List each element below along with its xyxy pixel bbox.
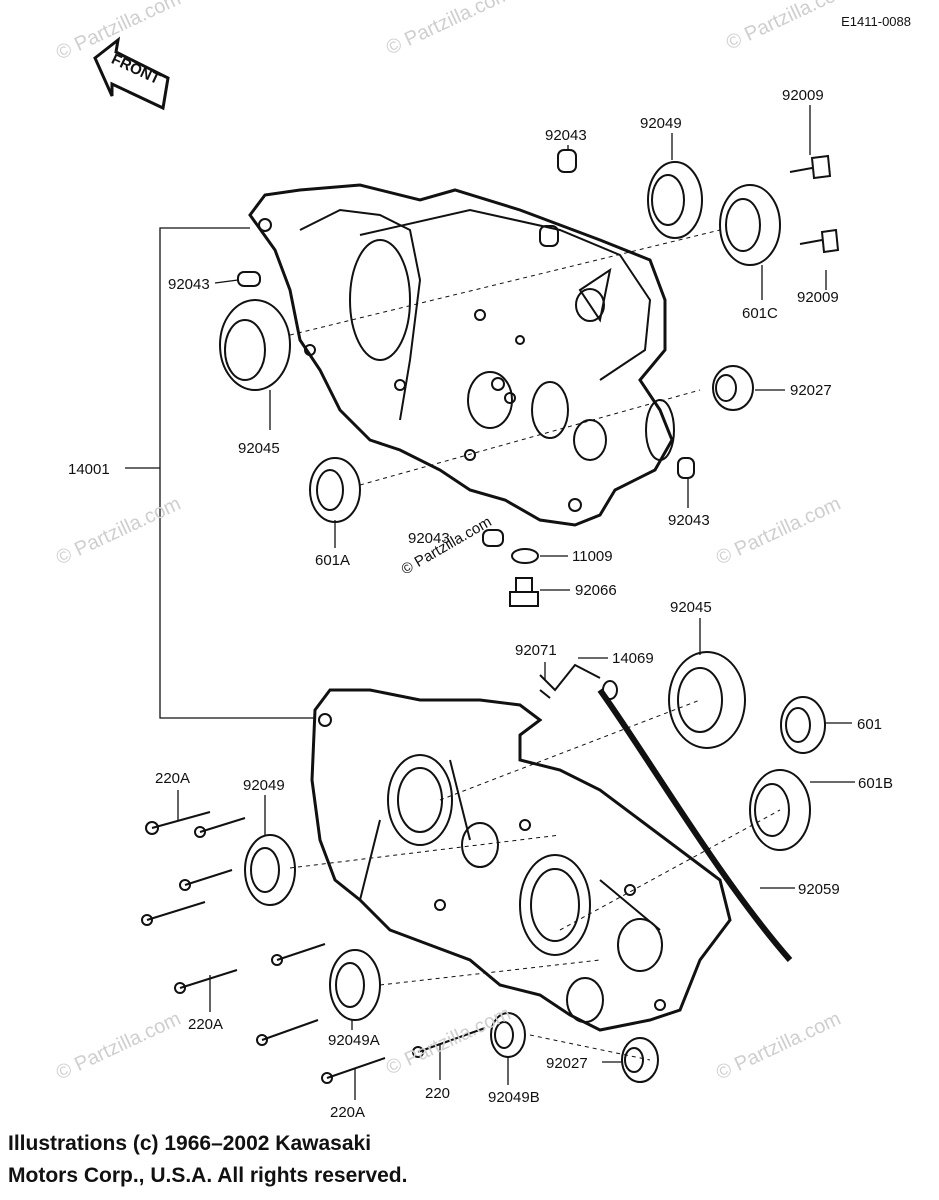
part-label-220A-3: 220A [330,1104,365,1121]
part-labels: 92043 92049 92009 92009 601C 92043 92045… [68,87,893,1121]
watermark: © Partzilla.com [53,1008,184,1085]
watermark: © Partzilla.com [383,1003,514,1080]
part-label-601: 601 [857,716,882,733]
front-arrow: FRONT [93,36,170,111]
part-label-92049-top: 92049 [640,115,682,132]
bolts-92009 [789,154,840,254]
leader-lines [125,105,855,1100]
breather-hose [539,663,793,962]
bearing-92045-right [668,651,746,749]
part-label-92043-left: 92043 [168,276,210,293]
lower-crankcase [310,688,732,1032]
part-label-92049A: 92049A [328,1032,380,1049]
copyright-notice: Illustrations (c) 1966–2002 Kawasaki Mot… [8,1128,407,1192]
part-label-220: 220 [425,1085,450,1102]
seal-92049-left [244,834,296,906]
part-label-92059: 92059 [798,881,840,898]
part-label-601B: 601B [858,775,893,792]
bearing-601C [719,184,781,266]
part-label-92045-left: 92045 [238,440,280,457]
watermark: © Partzilla.com [713,1008,844,1085]
part-label-220A-1: 220A [155,770,190,787]
part-label-601A: 601A [315,552,350,569]
alignment-lines [289,229,781,1061]
diagram-ref-code: E1411-0088 [841,14,911,29]
bearing-92049-top [647,161,703,239]
part-label-11009: 11009 [572,548,613,565]
watermark: © Partzilla.com [723,0,854,55]
watermark: © Partzilla.com [713,493,844,570]
seal-92027-bottom [621,1037,659,1083]
part-label-92045-right: 92045 [670,599,712,616]
part-label-92009-a: 92009 [782,87,824,104]
drain-plug-92066 [509,577,539,607]
bearing-601A [309,457,361,523]
copyright-line-1: Illustrations (c) 1966–2002 Kawasaki [8,1132,372,1155]
washer-11009 [511,548,539,564]
watermark: © Partzilla.com [53,493,184,570]
part-label-92027-bottom: 92027 [546,1055,588,1072]
part-label-92049-left: 92049 [243,777,285,794]
part-label-92027-right: 92027 [790,382,832,399]
seal-92049A [329,949,381,1021]
crankcase-bolts [141,811,486,1084]
bearing-601 [780,696,826,754]
part-label-92066: 92066 [575,582,617,599]
part-label-92071: 92071 [515,642,557,659]
part-label-220A-2: 220A [188,1016,223,1033]
part-label-14069: 14069 [612,650,654,667]
copyright-line-2: Motors Corp., U.S.A. All rights reserved… [8,1164,408,1187]
part-label-92043-mid: 92043 [408,530,450,547]
part-label-92009-b: 92009 [797,289,839,306]
part-label-601C: 601C [742,305,778,322]
bearing-92045-left [219,299,291,391]
part-label-14001: 14001 [68,461,110,478]
watermark: © Partzilla.com [383,0,514,60]
dowel-pins [237,149,695,547]
part-label-92049B: 92049B [488,1089,540,1106]
seal-92027-right [712,365,754,411]
part-label-92043-top: 92043 [545,127,587,144]
bearing-601B [749,769,811,851]
upper-crankcase [248,183,675,527]
part-label-92043-right: 92043 [668,512,710,529]
watermarks: © Partzilla.com © Partzilla.com © Partzi… [53,0,854,1085]
